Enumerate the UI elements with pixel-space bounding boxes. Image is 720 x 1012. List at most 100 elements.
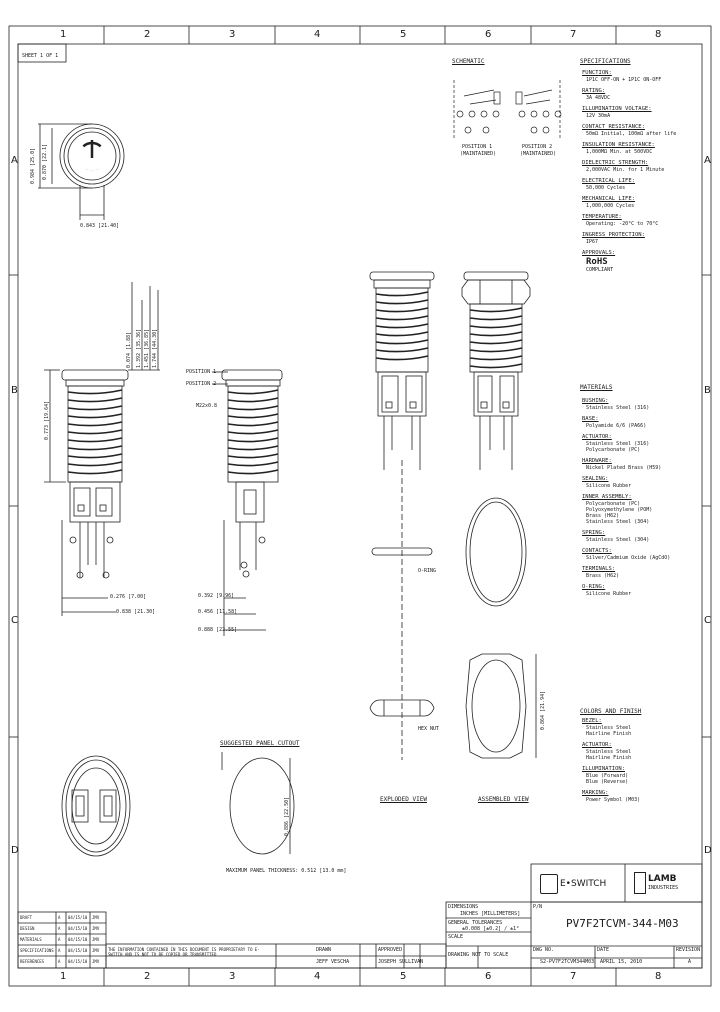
revision-cell-by: JMV (92, 915, 100, 920)
drawn-label: DRAWN (316, 947, 332, 953)
zone-row-b-right: B (704, 385, 711, 396)
dim-total-1: 1.392 [35.36] (136, 328, 142, 368)
colors-label: BEZEL: (582, 718, 602, 724)
colors-heading: COLORS AND FINISH (580, 708, 642, 715)
zone-col-6: 6 (485, 29, 492, 40)
materials-item: BUSHING:Stainless Steel (316) (582, 398, 712, 411)
colors-value: Stainless Steel (586, 749, 632, 755)
drawing-number: S2-PV7F2TCVM344M03 (540, 959, 595, 965)
label-hex-nut: HEX NUT (418, 726, 440, 732)
specifications-label: FUNCTION: (582, 70, 612, 76)
colors-value: Hairline Finish (586, 755, 632, 761)
specifications-item: DIELECTRIC STRENGTH:2,000VAC Min. for 1 … (582, 160, 712, 173)
zone-col-4-bottom: 4 (314, 971, 321, 982)
zone-col-2: 2 (144, 29, 151, 40)
part-number: PV7F2TCVM-344-M03 (566, 917, 679, 930)
specifications-value: 12V 30mA (586, 113, 611, 119)
colors-value: Hairline Finish (586, 731, 632, 737)
dim-total-3: 1.744 [44.30] (152, 328, 158, 368)
zone-row-b: B (11, 385, 18, 396)
specifications-item: RATING:3A 48VDC (582, 88, 712, 101)
eswitch-logo-text: E•SWITCH (560, 879, 607, 889)
dim-actuator-width: 0.843 [21.40] (80, 223, 120, 229)
materials-value: Nickel Plated Brass (H59) (586, 465, 662, 471)
revision-cell-by: JMV (92, 959, 100, 964)
colors-value: Blue (Reverse) (586, 779, 629, 785)
dim-mid-2: 0.456 [11.58] (198, 609, 238, 615)
drawn-by: JEFF VESCHA (316, 959, 350, 965)
materials-label: ACTUATOR: (582, 434, 612, 440)
title-block-lines (17, 863, 703, 969)
specifications-label: ELECTRICAL LIFE: (582, 178, 635, 184)
specifications-value: RoHS (586, 257, 608, 267)
revision-cell-rev: A (58, 959, 61, 964)
materials-label: SEALING: (582, 476, 609, 482)
dim-bushing-length: 0.773 [19.64] (44, 400, 50, 440)
specifications-label: ILLUMINATION VOLTAGE: (582, 106, 652, 112)
dim-hex-nut: 0.864 [21.94] (540, 690, 546, 730)
materials-item: BASE:Polyamide 6/6 (PA66) (582, 416, 712, 429)
colors-label: ACTUATOR: (582, 742, 612, 748)
proprietary-notice: THE INFORMATION CONTAINED IN THIS DOCUME… (108, 947, 260, 957)
materials-value: Polycarbonate (PC) (586, 501, 641, 507)
revision-cell-role: MATERIALS (20, 937, 42, 942)
specifications-item: ELECTRICAL LIFE:50,000 Cycles (582, 178, 712, 191)
specifications-value: 50,000 Cycles (586, 185, 626, 191)
materials-value: Polycarbonate (PC) (586, 447, 641, 453)
label-position-2: POSITION 2 (186, 381, 217, 387)
zone-row-a-right: A (704, 155, 711, 166)
approved-by: JOSEPH SULLIVAN (378, 959, 424, 965)
lamb-logo-icon (634, 872, 646, 894)
materials-item: HARDWARE:Nickel Plated Brass (H59) (582, 458, 712, 471)
materials-item: ACTUATOR:Stainless Steel (316)Polycarbon… (582, 434, 712, 453)
zone-col-8: 8 (655, 29, 662, 40)
dim-terminal-short: 0.276 [7.00] (110, 594, 147, 600)
materials-value: Polyamide 6/6 (PA66) (586, 423, 647, 429)
dim-bezel-height: 0.074 [1.88] (126, 331, 132, 368)
materials-value: Stainless Steel (304) (586, 519, 650, 525)
date-label: DATE (597, 947, 610, 953)
materials-label: BASE: (582, 416, 599, 422)
specifications-value: 3A 48VDC (586, 95, 611, 101)
zone-col-1-bottom: 1 (60, 971, 67, 982)
colors-value: Blue (Forward) (586, 773, 629, 779)
sheet-number: SHEET 1 OF 1 (22, 53, 59, 59)
schematic-position-2-sub: (MAINTAINED) (520, 151, 557, 157)
revision-cell-date: 04/15/10 (68, 937, 88, 942)
dim-mid-3: 0.888 [22.55] (198, 627, 238, 633)
materials-label: CONTACTS: (582, 548, 612, 554)
materials-value: Stainless Steel (304) (586, 537, 650, 543)
materials-label: SPRING: (582, 530, 606, 536)
specifications-value: 1,000,000 Cycles (586, 203, 635, 209)
side-view-left (44, 282, 160, 616)
zone-col-7: 7 (570, 29, 577, 40)
zone-row-d: D (11, 845, 19, 856)
specifications-item: ILLUMINATION VOLTAGE:12V 30mA (582, 106, 712, 119)
zone-col-7-bottom: 7 (570, 971, 577, 982)
materials-value: Silver/Cadmium Oxide (AgCdO) (586, 555, 671, 561)
materials-value: Silicone Rubber (586, 483, 632, 489)
front-view-top (38, 123, 125, 220)
specifications-item: INGRESS PROTECTION:IP67 (582, 232, 712, 245)
zone-col-3-bottom: 3 (229, 971, 236, 982)
materials-value: Polyoxymethylene (POM) (586, 507, 653, 513)
dim-total-2: 1.451 [36.85] (144, 328, 150, 368)
zone-row-c-right: C (704, 615, 711, 626)
exploded-view (369, 271, 435, 760)
schematic-heading: SCHEMATIC (452, 58, 485, 65)
dim-mid-1: 0.392 [9.96] (198, 593, 235, 599)
specifications-label: DIELECTRIC STRENGTH: (582, 160, 649, 166)
colors-value: Power Symbol (M03) (586, 797, 641, 803)
zone-col-2-bottom: 2 (144, 971, 151, 982)
exploded-view-label: EXPLODED VIEW (380, 796, 427, 803)
materials-value: Stainless Steel (316) (586, 441, 650, 447)
revision-cell-date: 04/15/10 (68, 915, 88, 920)
lamb-logo-sub: INDUSTRIES (648, 885, 679, 891)
materials-value: Stainless Steel (316) (586, 405, 650, 411)
zone-col-5: 5 (400, 29, 407, 40)
